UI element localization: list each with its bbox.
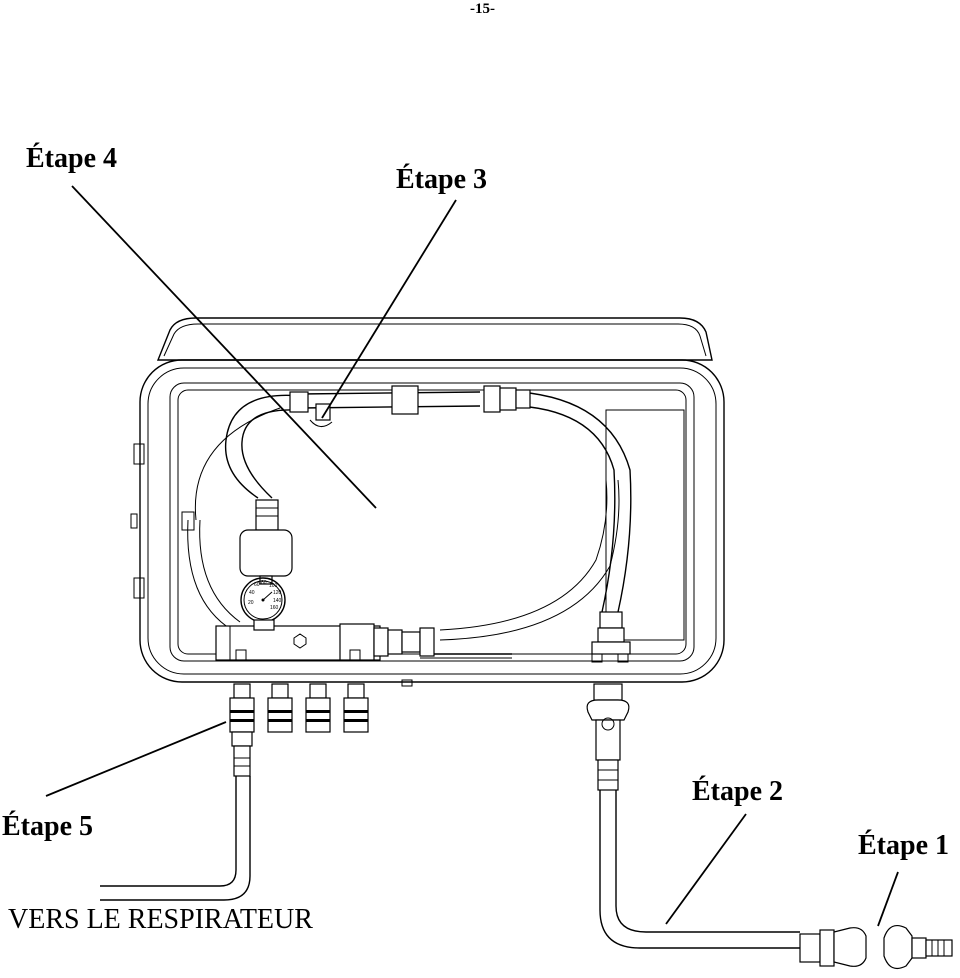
step4-label: Étape 4 — [26, 143, 117, 174]
leader-step1 — [877, 871, 899, 927]
gauge-tick: 140 — [273, 598, 282, 604]
gauge-tick: 60 — [254, 582, 260, 588]
pressure-gauge: 20 40 60 80 100 120 140 160 — [240, 577, 286, 623]
gauge-tick: 20 — [248, 600, 254, 606]
right-inner-fitting — [591, 611, 631, 655]
leader-lines — [45, 185, 899, 927]
to-respirator-label: VERS LE RESPIRATEUR — [8, 904, 313, 935]
leader-step3 — [321, 199, 457, 419]
manifold-block — [181, 511, 629, 687]
outlet-couplers — [229, 683, 369, 733]
gauge-tick: 100 — [269, 583, 278, 589]
gauge-tick: 40 — [249, 590, 255, 596]
step3-label: Étape 3 — [396, 164, 487, 195]
enclosure-lid — [156, 317, 713, 361]
leader-step4 — [71, 185, 377, 509]
step2-label: Étape 2 — [692, 776, 783, 807]
step5-label: Étape 5 — [2, 811, 93, 842]
end-coupler — [799, 925, 953, 969]
page-number: -15- — [470, 1, 495, 17]
leader-step5 — [45, 721, 227, 797]
leader-step2 — [665, 813, 747, 925]
supply-hose — [586, 683, 800, 949]
regulator-assembly — [239, 499, 293, 585]
gauge-tick: 80 — [261, 580, 267, 586]
gauge-tick: 120 — [273, 590, 282, 596]
internal-hoses — [187, 391, 632, 659]
respirator-hose — [100, 731, 253, 901]
step1-label: Étape 1 — [858, 830, 949, 861]
gauge-tick: 160 — [270, 605, 279, 611]
top-fittings — [289, 385, 531, 427]
